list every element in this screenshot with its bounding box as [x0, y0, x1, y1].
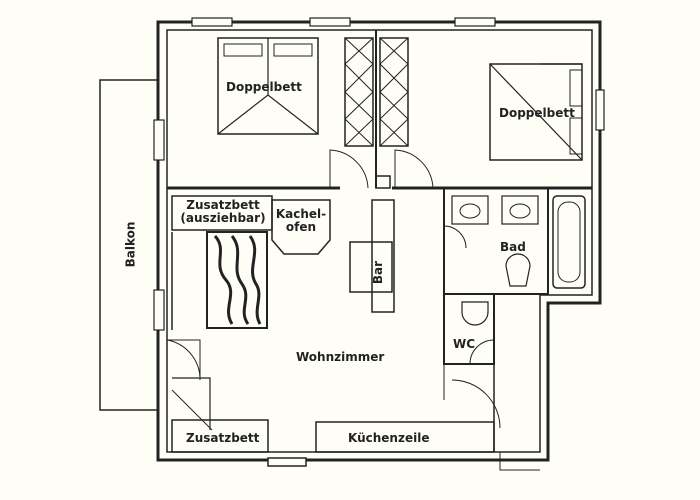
zusatzbett-bottom-shape: [171, 419, 269, 453]
label-wohnzimmer: Wohnzimmer: [296, 350, 385, 364]
doppelbett-right-shape: [489, 63, 583, 161]
label-kachelofen-line1: Kachel-: [275, 207, 327, 221]
kachelofen-shape: [271, 199, 331, 255]
label-kachelofen-line2: ofen: [285, 220, 317, 234]
wc-room: [443, 293, 495, 365]
label-kachelofen: Kachel- ofen: [272, 208, 330, 234]
sink-1: [451, 195, 489, 225]
bar-shape: [349, 241, 393, 293]
label-zusatzbett-bottom: Zusatzbett: [186, 431, 260, 445]
wardrobe-right: [379, 37, 409, 147]
sofa-bed: [206, 231, 268, 329]
label-wc: WC: [453, 337, 476, 351]
label-balkon: Balkon: [123, 221, 138, 268]
kuechenzeile-shape: [315, 421, 495, 453]
wardrobe-left: [344, 37, 374, 147]
outer-wall: [156, 20, 602, 462]
sink-2: [501, 195, 539, 225]
label-zusatzbett-ausziehbar: Zusatzbett (ausziehbar): [171, 199, 275, 225]
bad-toilet: [505, 253, 531, 287]
label-bad: Bad: [500, 240, 526, 254]
bathtub: [552, 195, 586, 289]
label-zusatzbett-line2: (ausziehbar): [180, 211, 266, 225]
bad-room: [443, 187, 549, 295]
label-doppelbett-left: Doppelbett: [226, 80, 302, 94]
label-bar: Bar: [371, 260, 386, 285]
label-kuechenzeile: Küchenzeile: [348, 431, 430, 445]
label-zusatzbett-line1: Zusatzbett: [186, 198, 260, 212]
label-doppelbett-right: Doppelbett: [499, 106, 575, 120]
wc-toilet: [461, 301, 489, 326]
